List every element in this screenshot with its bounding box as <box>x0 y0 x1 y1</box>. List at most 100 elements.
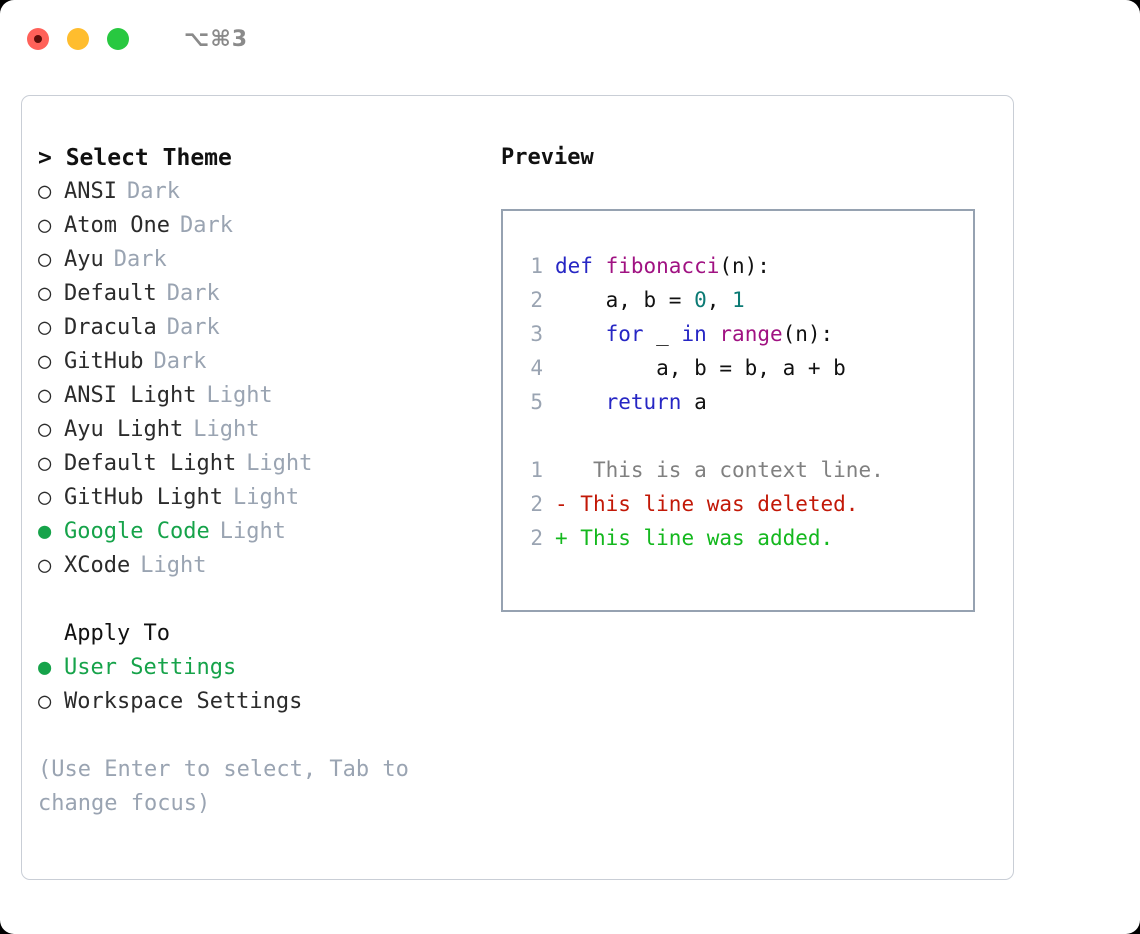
list-spacer <box>38 583 468 617</box>
radio-empty-icon: ○ <box>38 213 52 238</box>
code-line-text: a, b = b, a + b <box>555 351 846 385</box>
diff-line-text: This line was added. <box>567 526 834 550</box>
apply-to-option-workspace-settings[interactable]: ○ Workspace Settings <box>38 685 468 719</box>
diff-sign <box>555 453 568 487</box>
radio-empty-icon: ○ <box>38 485 52 510</box>
code-line: 2 a, b = 0, 1 <box>515 283 973 317</box>
radio-empty-icon: ○ <box>38 451 52 476</box>
code-line-number: 3 <box>530 322 543 346</box>
theme-option-kind: Light <box>206 383 273 408</box>
radio-empty-icon: ○ <box>38 349 52 374</box>
code-token-plain: _ <box>643 322 682 346</box>
diff-line-text: This line was deleted. <box>567 492 859 516</box>
apply-to-option-user-settings[interactable]: ●User Settings <box>38 651 468 685</box>
code-line-number: 5 <box>530 390 543 414</box>
code-token-plain: , <box>706 288 733 312</box>
theme-option-kind: Light <box>219 519 286 544</box>
radio-empty-icon: ○ <box>38 689 52 714</box>
radio-empty-icon: ○ <box>38 247 52 272</box>
keyboard-shortcut-label: ⌥⌘3 <box>184 26 249 52</box>
theme-option-kind: Light <box>232 485 300 510</box>
theme-option-label: ANSI Light <box>64 383 197 408</box>
code-token-kw: def <box>555 254 606 278</box>
code-token-kw: in <box>681 322 707 346</box>
theme-option-kind: Dark <box>166 315 220 340</box>
diff-line-text: This is a context line. <box>567 458 884 482</box>
code-line: 5 return a <box>515 385 973 419</box>
theme-option-kind: Dark <box>126 179 180 204</box>
code-token-plain: a <box>681 390 707 414</box>
code-line: 4 a, b = b, a + b <box>515 351 973 385</box>
diff-line: 2 + This line was added. <box>515 521 973 555</box>
theme-option-kind: Light <box>193 417 260 442</box>
theme-option-label: ANSI <box>64 179 117 204</box>
diff-sample: 1 This is a context line. 2- This line wa… <box>515 453 973 555</box>
select-theme-header: > Select Theme <box>38 145 232 171</box>
maximize-button[interactable] <box>107 28 129 50</box>
code-token-plain: (n): <box>782 322 834 346</box>
code-token-plain: a, b = b, a + b <box>555 356 846 380</box>
theme-option-ansi[interactable]: ○ ANSI Dark <box>38 175 468 209</box>
theme-option-label: Ayu <box>64 247 104 272</box>
code-line-text: return a <box>555 385 707 419</box>
code-token-num: 0 <box>694 288 707 312</box>
theme-option-label: Default Light <box>64 451 237 476</box>
diff-sign: + <box>555 526 568 550</box>
theme-option-google-code[interactable]: ● Google Code Light <box>38 515 468 549</box>
theme-option-label: Google Code <box>64 519 210 544</box>
preview-header: Preview <box>501 145 594 170</box>
theme-option-label: GitHub <box>64 349 144 374</box>
diff-line-number: 2 <box>530 526 543 550</box>
minimize-button[interactable] <box>67 28 89 50</box>
radio-empty-icon: ○ <box>38 179 52 204</box>
theme-option-kind: Dark <box>166 281 220 306</box>
apply-to-option-label: User Settings <box>64 655 237 680</box>
code-token-kw: for <box>605 322 644 346</box>
code-token-fn: fibonacci <box>605 254 720 278</box>
close-button[interactable] <box>27 28 49 50</box>
theme-option-ayu[interactable]: ○ Ayu Dark <box>38 243 468 277</box>
code-token-kw: return <box>605 390 682 414</box>
apply-to-header-marker: ○ <box>38 617 64 651</box>
code-token-fn: range <box>719 322 783 346</box>
apply-to-option-list: ●User Settings ○ Workspace Settings <box>38 651 468 719</box>
code-sample: 1 def fibonacci (n): 2 a, b = 0, 1 3 for _ i… <box>515 249 973 419</box>
preview-column: Preview 1 def fibonacci (n): 2 a, b = 0, 1 3… <box>501 141 981 612</box>
code-line-text: for _ in range(n): <box>555 317 834 351</box>
radio-empty-icon: ○ <box>38 553 52 578</box>
code-line-number: 1 <box>530 254 543 278</box>
apply-to-option-label: Workspace Settings <box>64 689 303 714</box>
title-bar: ⌥⌘3 <box>0 0 1140 78</box>
theme-option-label: XCode <box>64 553 131 578</box>
code-diff-separator <box>515 419 973 453</box>
theme-option-label: Ayu Light <box>64 417 184 442</box>
keyboard-hint: (Use Enter to select, Tab to change focu… <box>38 757 409 816</box>
radio-selected-icon: ● <box>38 519 52 544</box>
code-line-number: 4 <box>530 356 543 380</box>
diff-sign: - <box>555 492 568 516</box>
apply-to-header-label: Apply To <box>64 621 170 646</box>
apply-to-header: ○ Apply To <box>38 617 468 651</box>
theme-option-label: Dracula <box>64 315 157 340</box>
diff-line-number: 2 <box>530 492 543 516</box>
theme-option-label: Default <box>64 281 157 306</box>
code-token-plain: a, b = <box>555 288 695 312</box>
diff-line-number: 1 <box>530 458 543 482</box>
theme-option-kind: Dark <box>113 247 167 272</box>
code-token-plain <box>555 390 606 414</box>
code-line-text: a, b = 0, 1 <box>555 283 745 317</box>
preview-box: 1 def fibonacci (n): 2 a, b = 0, 1 3 for _ i… <box>501 209 975 612</box>
